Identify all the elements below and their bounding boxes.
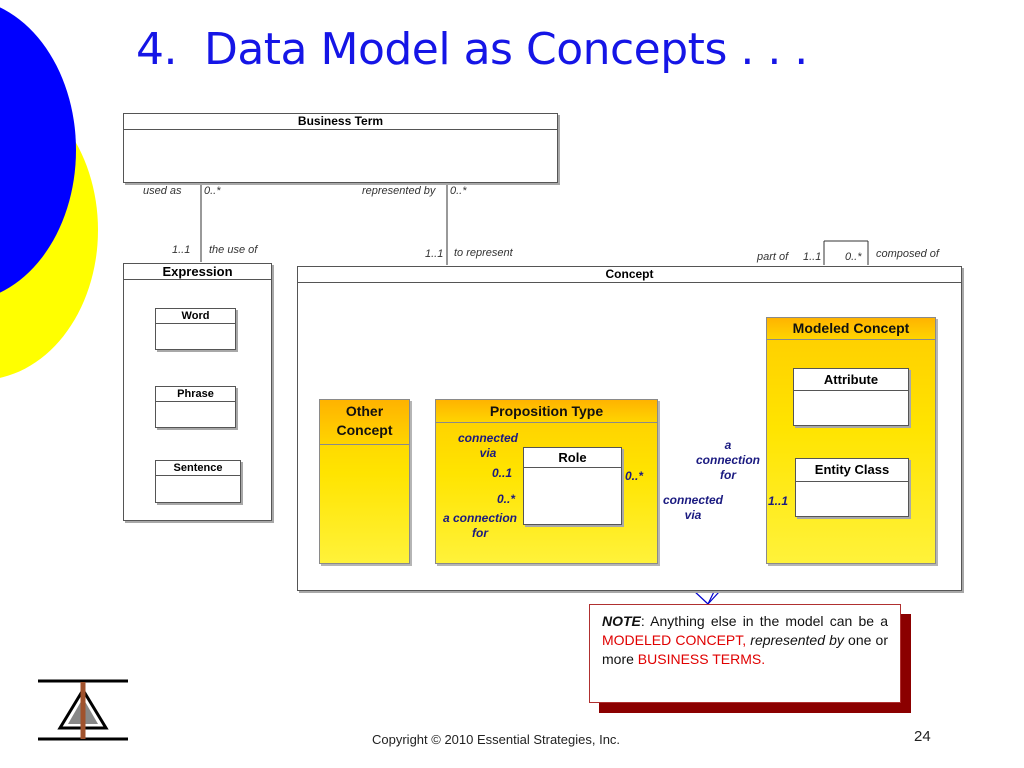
attribute-name: Attribute xyxy=(794,369,908,391)
sentence-class: Sentence xyxy=(155,460,241,503)
word-class: Word xyxy=(155,308,236,350)
composed-of-label: composed of xyxy=(876,248,939,260)
connected-via-label-right: connected via xyxy=(662,493,723,522)
decorative-circles xyxy=(0,7,98,378)
connected-via-label-top: connected via xyxy=(457,431,518,460)
a-connection-for-left: a connection for xyxy=(442,511,517,540)
attribute-class: Attribute xyxy=(793,368,909,426)
sentence-name: Sentence xyxy=(156,461,240,476)
note-callout: NOTE: Anything else in the model can be … xyxy=(589,604,901,703)
represented-by-mult: 0..* xyxy=(450,185,467,197)
note-business-terms: BUSINESS TERMS. xyxy=(637,651,766,667)
to-represent-mult: 1..1 xyxy=(425,248,444,260)
used-as-mult: 0..* xyxy=(204,185,221,197)
phrase-name: Phrase xyxy=(156,387,235,402)
modeled-concept-class: Modeled Concept xyxy=(766,317,936,564)
note-lead: NOTE xyxy=(602,613,641,629)
word-name: Word xyxy=(156,309,235,324)
use-of-mult: 1..1 xyxy=(172,244,191,256)
part-of-label: part of xyxy=(757,251,789,263)
to-represent-label: to represent xyxy=(454,247,513,259)
slide-title: 4. Data Model as Concepts . . . xyxy=(136,24,808,75)
copyright-text: Copyright © 2010 Essential Strategies, I… xyxy=(372,732,621,747)
phrase-class: Phrase xyxy=(155,386,236,428)
note-text-1: : Anything else in the model can be a xyxy=(640,613,888,629)
composed-of-mult: 0..* xyxy=(845,251,862,263)
modeled-concept-name: Modeled Concept xyxy=(767,318,935,340)
note-modeled-concept: MODELED CONCEPT, xyxy=(602,632,747,648)
blue-circle xyxy=(0,7,76,293)
use-of-label: the use of xyxy=(209,244,258,256)
note-text-2: one or more xyxy=(602,632,888,667)
concept-name: Concept xyxy=(298,267,961,283)
role-mult-1: 0..1 xyxy=(492,466,513,480)
role-name: Role xyxy=(524,448,621,468)
entity-mult: 1..1 xyxy=(768,494,789,508)
expression-name: Expression xyxy=(124,264,271,280)
proposition-type-name: Proposition Type xyxy=(436,400,657,423)
entity-class-name: Entity Class xyxy=(796,459,908,482)
other-concept-name: Other Concept xyxy=(320,400,409,445)
entity-class-class: Entity Class xyxy=(795,458,909,517)
page-number: 24 xyxy=(914,728,931,745)
used-as-label: used as xyxy=(143,185,182,197)
role-mult-2: 0..* xyxy=(497,492,516,506)
essential-strategies-logo-icon xyxy=(38,679,128,741)
business-term-name: Business Term xyxy=(124,114,557,130)
other-concept-class: Other Concept xyxy=(319,399,410,564)
role-class: Role xyxy=(523,447,622,525)
role-right-mult: 0..* xyxy=(625,469,644,483)
represented-by-label: represented by xyxy=(362,185,436,197)
note-represented-by: represented by xyxy=(746,632,844,648)
a-connection-for-right: a connection for xyxy=(695,438,760,482)
part-of-mult: 1..1 xyxy=(803,251,822,263)
business-term-class: Business Term xyxy=(123,113,558,183)
